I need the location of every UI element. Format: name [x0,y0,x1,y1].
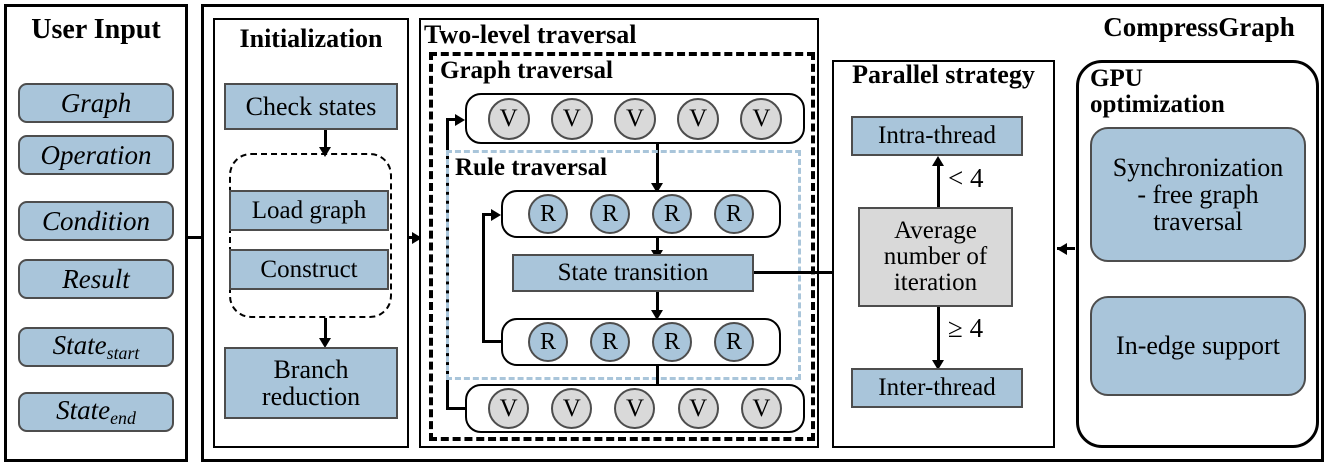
user-input-item-result[interactable]: Result [18,259,174,299]
gpu-optimization-title: GPU optimization [1090,65,1225,118]
check-states-label: Check states [245,91,377,121]
user-input-item-graph[interactable]: Graph [18,83,174,123]
user-input-item-condition[interactable]: Condition [18,201,174,241]
rule-node[interactable]: R [714,194,754,234]
rule-node[interactable]: R [590,322,630,362]
arrow-rules-to-vertices-line [656,366,659,390]
vertex-loopback-top [446,118,458,121]
vertex-node[interactable]: V [488,388,530,429]
arrow-group-to-branch-head [319,338,331,348]
rule-loopback-vertical [482,213,485,343]
item-label: Graph [60,87,132,118]
vertex-node[interactable]: V [677,97,720,140]
check-states-box[interactable]: Check states [224,83,398,130]
rule-traversal-title: Rule traversal [455,154,608,181]
rule-node[interactable]: R [528,194,568,234]
inter-thread-label: Inter-thread [878,374,996,401]
arrow-vertices-to-rules-line [656,144,659,188]
item-label: Condition [41,205,150,236]
rule-loopback-bottom [482,340,512,343]
vertex-node[interactable]: V [740,388,782,429]
arrow-vertices-to-rules-head [651,183,663,193]
vertex-node[interactable]: V [613,97,656,140]
arrow-check-states-to-group-line [324,130,327,152]
synchronization-free-graph-traversal-box[interactable]: Synchronization - free graph traversal [1090,127,1306,262]
vertex-node[interactable]: V [677,388,719,429]
sync-free-label: Synchronization - free graph traversal [1112,152,1284,237]
intra-thread-label: Intra-thread [878,122,996,149]
rule-traversal-bottom-rule-row: R R R R [501,318,781,366]
graph-traversal-bottom-vertex-row: V V V V V [465,384,805,433]
item-label: Stateend [56,395,136,429]
average-iteration-label: Average number of iteration [883,217,988,296]
user-input-item-operation[interactable]: Operation [18,135,174,175]
branch-reduction-label: Branch reduction [261,354,361,411]
arrow-user-input-to-initialization-line [188,236,208,239]
inter-thread-box[interactable]: Inter-thread [851,368,1023,408]
in-edge-support-label: In-edge support [1116,331,1280,361]
vertex-node[interactable]: V [487,97,530,140]
initialization-title: Initialization [239,24,383,53]
arrow-initialization-to-two-level-head [412,232,422,244]
load-graph-box[interactable]: Load graph [229,190,389,231]
rule-node[interactable]: R [652,322,692,362]
construct-label: Construct [260,255,358,283]
graph-traversal-title: Graph traversal [440,57,613,84]
rule-traversal-top-rule-row: R R R R [501,190,781,238]
rule-node[interactable]: R [714,322,754,362]
state-transition-label: State transition [557,259,709,286]
arrow-state-transition-to-rules-head [651,310,663,320]
arrow-gpu-to-parallel-head [1057,243,1067,255]
item-label: Result [62,263,130,294]
parallel-strategy-title: Parallel strategy [852,60,1035,89]
arrow-decision-to-intra-line [937,163,940,207]
arrow-group-to-branch-line [324,318,327,343]
branch-reduction-box[interactable]: Branch reduction [224,347,398,419]
in-edge-support-box[interactable]: In-edge support [1090,296,1306,396]
vertex-loopback-head [455,114,465,126]
intra-thread-box[interactable]: Intra-thread [851,116,1023,156]
user-input-title: User Input [31,14,161,45]
edge-label-gte-four: ≥ 4 [948,313,984,343]
vertex-node[interactable]: V [740,97,783,140]
rule-loopback-head [491,209,501,221]
vertex-node[interactable]: V [614,388,656,429]
edge-label-less-than-four: < 4 [948,163,984,193]
item-label: Operation [40,139,152,170]
state-transition-box[interactable]: State transition [512,254,754,292]
average-iteration-decision-box[interactable]: Average number of iteration [858,207,1013,307]
graph-traversal-top-vertex-row: V V V V V [465,93,805,144]
graph-traversal-frame [429,52,815,441]
vertex-node[interactable]: V [551,388,593,429]
two-level-traversal-title: Two-level traversal [424,20,637,49]
load-graph-label: Load graph [251,196,367,224]
arrow-decision-to-inter-line [937,307,940,365]
vertex-node[interactable]: V [550,97,593,140]
arrow-state-transition-to-parallel-line [754,271,842,274]
arrow-state-transition-to-rules-line [656,292,659,314]
user-input-item-state-end[interactable]: Stateend [18,392,174,432]
arrow-rules-to-state-transition-line [656,238,659,256]
rule-loopback-top [482,213,494,216]
arrow-check-states-to-group-head [319,147,331,157]
construct-box[interactable]: Construct [229,249,389,290]
compressgraph-title: CompressGraph [1103,12,1295,42]
item-label: Statestart [52,330,140,364]
rule-node[interactable]: R [590,194,630,234]
arrow-decision-to-inter-head [932,360,944,370]
arrow-decision-to-intra-head [932,156,944,166]
rule-node[interactable]: R [652,194,692,234]
rule-node[interactable]: R [528,322,568,362]
initialization-group-dashed-frame [229,153,392,318]
rule-traversal-frame [446,150,801,380]
user-input-item-state-start[interactable]: Statestart [18,327,174,367]
